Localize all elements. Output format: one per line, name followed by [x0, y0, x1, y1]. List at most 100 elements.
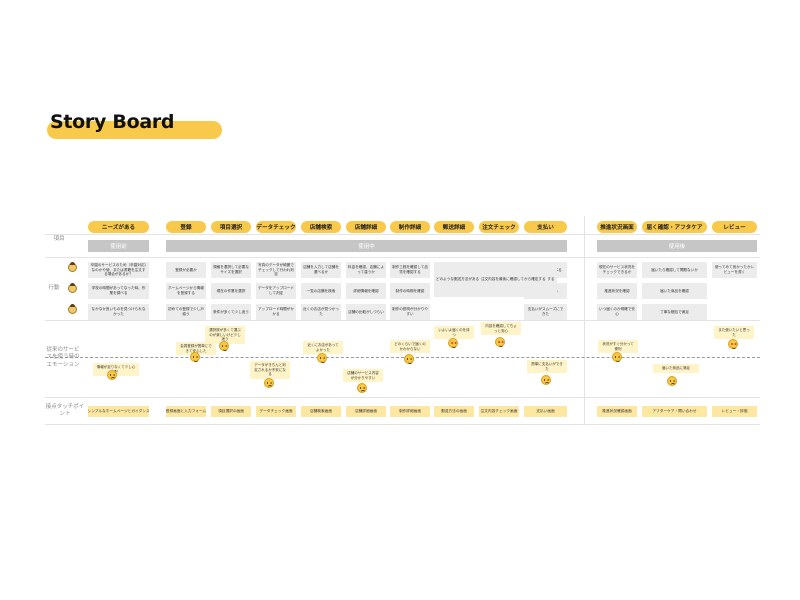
action-card: 店舗を入力して店舗を選べるか	[301, 262, 341, 278]
heart-face-icon	[495, 337, 505, 347]
touchpoint-card: 注文内容チェック画面	[479, 406, 519, 417]
emotion-note: 状況がすぐ分かって便利	[598, 340, 638, 354]
action-card: ホームページから情報を登録する	[166, 283, 206, 299]
action-card: 近くのお店が見つかった	[301, 304, 341, 320]
emotion-note: 会員登録が簡単にできて安心した	[176, 342, 216, 356]
touchpoint-card: 支払い画面	[524, 406, 567, 417]
touchpoint-card: アフターケア・問い合わせ	[642, 406, 707, 417]
step-header: 店舗詳細	[346, 221, 386, 233]
grid-line	[45, 234, 760, 235]
sad-face-icon	[107, 370, 117, 380]
action-card: 写真のデータが綺麗でチェックして行われ判定	[256, 262, 296, 278]
step-header: 郵送詳細	[434, 221, 474, 233]
action-card: 使ってみて良かったかレビューを書く	[712, 262, 757, 278]
step-header: 登録	[166, 221, 206, 233]
step-header: 推進状況画面	[597, 221, 637, 233]
action-card: 卒園のサービスのため（卒園対応）なのかや使、または書籍を注文する場合があるか？	[88, 262, 149, 278]
emotion-note: 簡単に支払いができた	[527, 360, 567, 374]
action-card: 一覧の店舗を検索	[301, 283, 341, 299]
action-card: 登録が必要か	[166, 262, 206, 278]
grid-line	[45, 397, 760, 398]
step-header: データチェック	[256, 221, 296, 233]
action-card: 制作の時期を確認	[390, 283, 430, 299]
row-label-touchpoint: 接点タッチポイント	[45, 404, 85, 418]
action-card: 制作工程を確認して品質を確認する	[390, 262, 430, 278]
title-underline	[47, 121, 222, 139]
touchpoint-card: 制作詳細画面	[390, 406, 430, 417]
touchpoint-card: 登録画面と入力フォーム	[166, 406, 206, 417]
persona-avatar	[68, 262, 77, 272]
emotion-note: どのくらいで届くのかわからない	[390, 340, 430, 354]
step-header: 店舗検索	[301, 221, 341, 233]
sad-face-icon	[357, 383, 367, 393]
persona-avatar	[68, 283, 77, 293]
emotion-note: データがきちんと判定されるか不安になる	[250, 361, 290, 379]
step-header: 項目選択	[211, 221, 251, 233]
action-card: 店舗の比較がしづらい	[346, 304, 386, 320]
phase-bar-after: 使用後	[597, 240, 757, 252]
action-card: 詳細情報を確認	[346, 283, 386, 299]
action-card: 届いた商品を確認	[642, 283, 707, 299]
emotion-note: 内容を確認してちょっと安心	[481, 322, 521, 336]
sad-face-icon	[541, 375, 551, 385]
action-card: 現在の作業を選択	[211, 283, 251, 299]
happy-face-icon	[219, 341, 229, 351]
emotion-baseline	[45, 357, 760, 358]
emotion-note: 近くにお店があってよかった	[303, 341, 343, 355]
touchpoint-card: 郵送方法の画面	[434, 406, 474, 417]
action-card: 初めての登録で少し戸惑う	[166, 304, 206, 320]
touchpoint-card: 項目選択の画面	[211, 406, 251, 417]
emotion-note: 届いた商品に満足	[653, 364, 699, 373]
touchpoint-card: 店舗詳細画面	[346, 406, 386, 417]
action-card: なかなか良いものを見つけられなかった	[88, 304, 149, 320]
action-card: 学校の時間があってなった時、作業を調べる	[88, 283, 149, 299]
touchpoint-card: 店舗検索画面	[301, 406, 341, 417]
emotion-note: 店舗のサービス内容が分かりやすい	[343, 369, 383, 383]
action-card: いつ届くのか明確で安心	[597, 304, 637, 320]
action-card: アップロード時間がかかる	[256, 304, 296, 320]
sad-face-icon	[264, 378, 274, 388]
action-card: 制作の説明が分かりやすい	[390, 304, 430, 320]
action-card: 条件が多くて少し迷う	[211, 304, 251, 320]
touchpoint-card: シンプルなホームページとガイダンス	[88, 406, 149, 417]
action-card: 届いたら確認して問題ないか	[642, 262, 707, 278]
action-card: データをアップロードして判定	[256, 283, 296, 299]
persona-avatar	[68, 304, 77, 314]
happy-face-icon	[190, 352, 200, 362]
grid-line	[45, 320, 760, 321]
action-card: 現在のサービス状況をチェックできるか	[597, 262, 637, 278]
page-title: Story Board	[50, 111, 175, 133]
heart-face-icon	[448, 338, 458, 348]
action-card: 推進状況を確認	[597, 283, 637, 299]
action-card: 丁寧な梱包で満足	[642, 304, 707, 320]
row-label-action: 行動	[48, 285, 60, 291]
step-header: 注文チェック	[479, 221, 519, 233]
sad-face-icon	[667, 376, 677, 386]
group-separator	[584, 216, 585, 424]
emotion-note: また使いたいと思った	[714, 326, 754, 340]
step-header: 届く確認・アフタケア	[642, 221, 707, 233]
emotion-note: 選択肢が多くて選ぶのが楽しいけど少し迷う	[205, 326, 245, 344]
action-card-order-check: 注文内容を最後に確認してから確定する	[479, 262, 548, 297]
action-card: 支払いがスムーズにできた	[524, 304, 567, 320]
heart-face-icon	[728, 339, 738, 349]
action-card: 料金を確認、店舗によって違うか	[346, 262, 386, 278]
step-header: 支払い	[524, 221, 567, 233]
happy-face-icon	[612, 352, 622, 362]
happy-face-icon	[404, 354, 414, 364]
step-header: ニーズがある	[88, 221, 149, 233]
emotion-note: いよいよ届くのを待つ	[434, 326, 474, 340]
row-label-item: 項目	[53, 236, 65, 242]
touchpoint-card: 推進状況確認画面	[597, 406, 637, 417]
phase-bar-before: 使用前	[88, 240, 149, 252]
happy-face-icon	[317, 353, 327, 363]
grid-line	[45, 424, 760, 425]
touchpoint-card: レビュー・評価	[712, 406, 757, 417]
row-label-emotion: 従来のサービスを使う時のエモーション	[46, 347, 80, 368]
grid-line	[45, 257, 760, 258]
touchpoint-card: データチェック画面	[256, 406, 296, 417]
phase-bar-during: 使用中	[166, 240, 567, 252]
step-header: 制作詳細	[390, 221, 430, 233]
action-card: 規格を選択して必要なサイズを選択	[211, 262, 251, 278]
step-header: レビュー	[712, 221, 757, 233]
